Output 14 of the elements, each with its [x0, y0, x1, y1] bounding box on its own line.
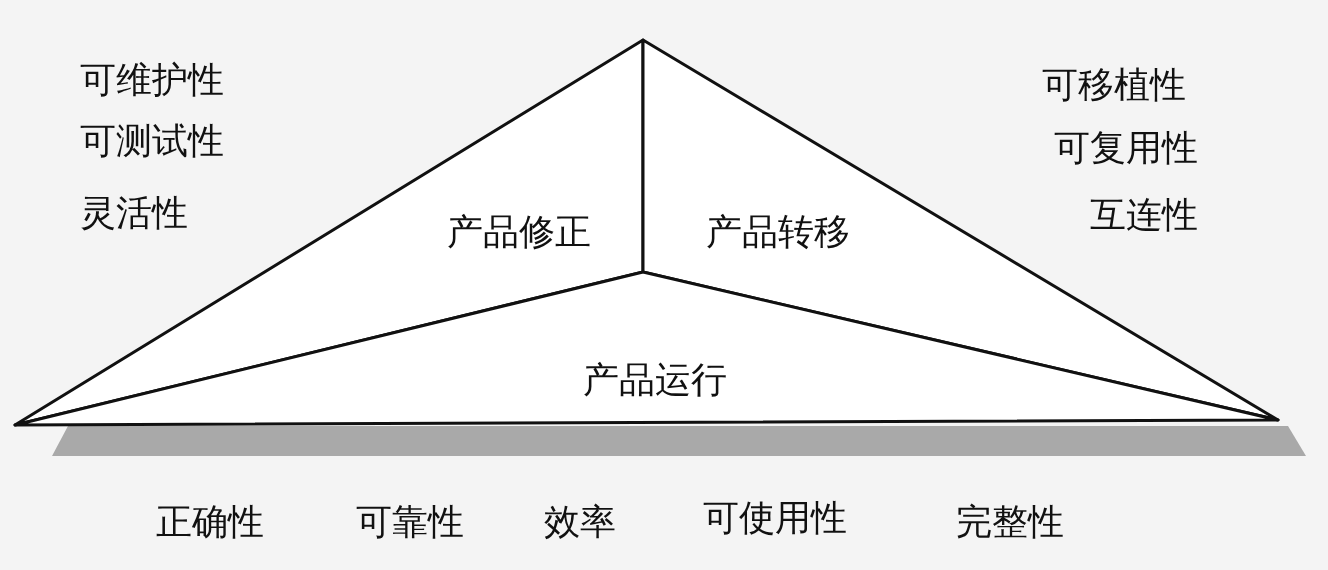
quality-factor-label: 可维护性 [80, 60, 224, 100]
region-label: 产品转移 [706, 212, 850, 252]
region-label: 产品运行 [583, 360, 727, 400]
quality-factor-label: 可移植性 [1042, 65, 1186, 105]
quality-factor-label: 灵活性 [80, 193, 188, 233]
region-label: 产品修正 [447, 212, 591, 252]
quality-factor-label: 正确性 [156, 502, 264, 542]
quality-factor-label: 效率 [544, 502, 616, 542]
quality-factor-label: 互连性 [1090, 195, 1198, 235]
quality-factor-label: 可使用性 [703, 498, 847, 538]
quality-factor-label: 完整性 [956, 502, 1064, 542]
quality-factor-label: 可靠性 [356, 502, 464, 542]
quality-factor-label: 可复用性 [1054, 128, 1198, 168]
quality-factor-label: 可测试性 [80, 121, 224, 161]
